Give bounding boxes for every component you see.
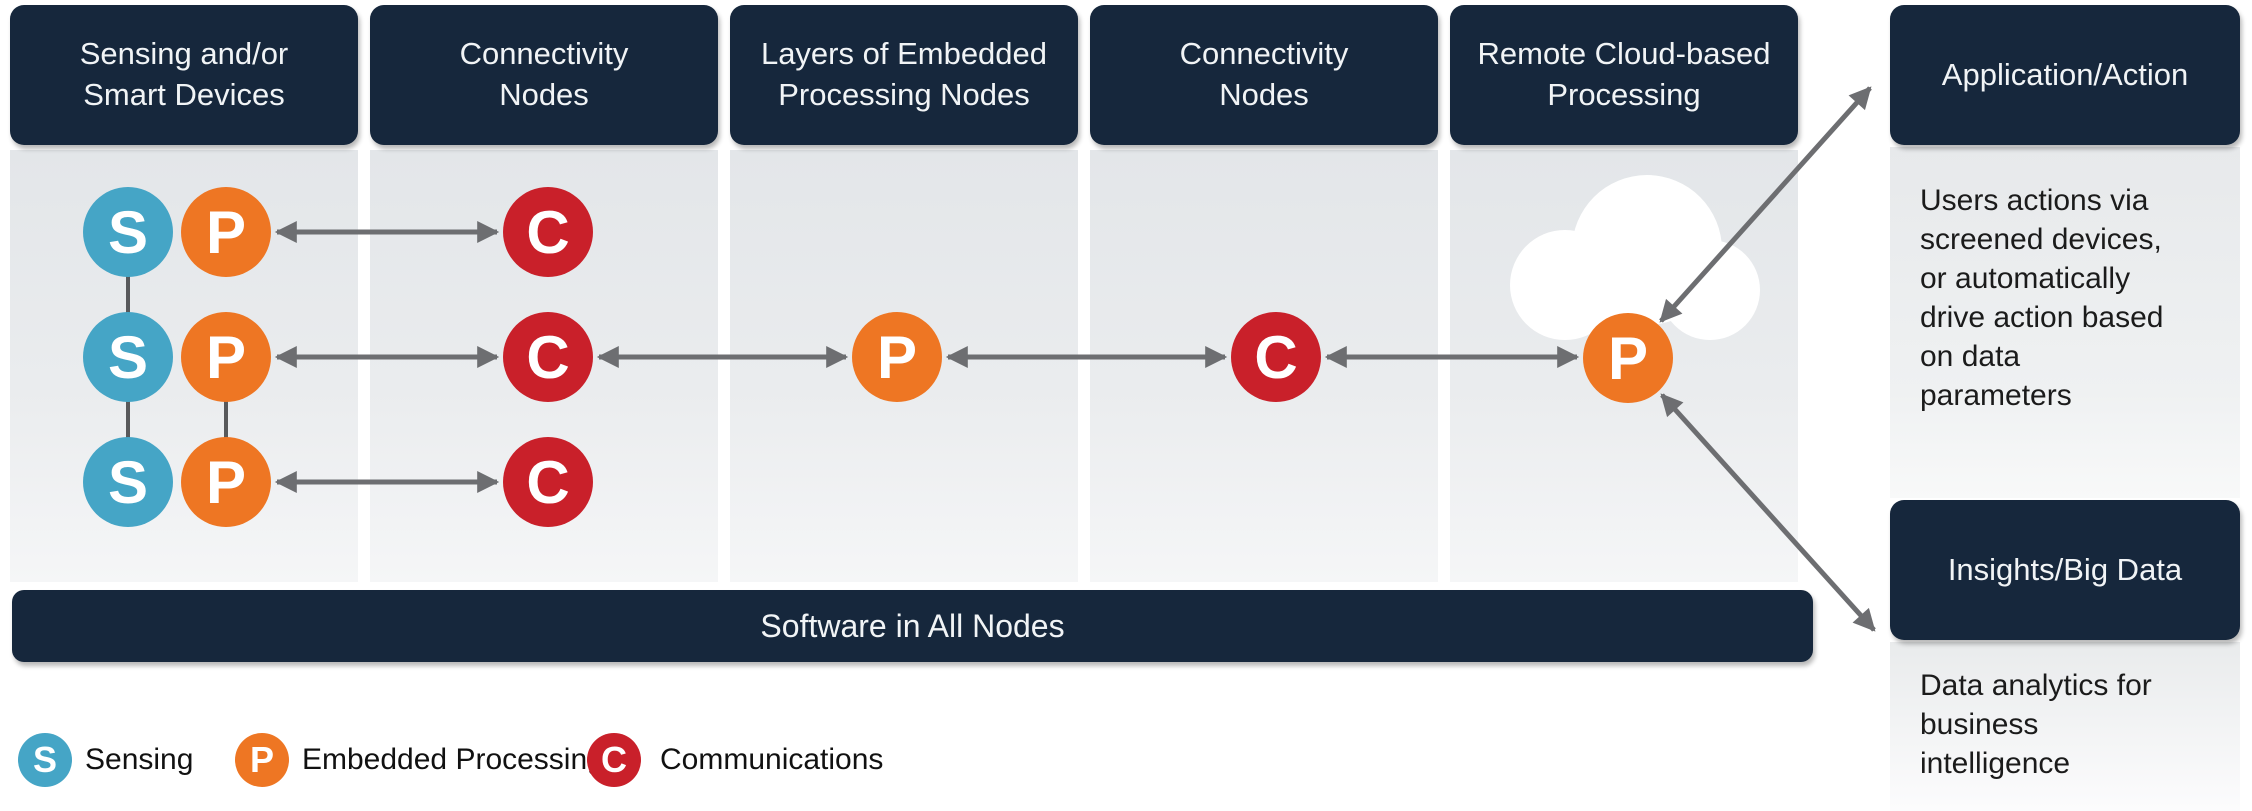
node-processing: P [181, 312, 271, 402]
insights-big-data-description: Data analytics for business intelligence [1920, 669, 2152, 780]
node-sensing: S [83, 437, 173, 527]
node-communications: C [1231, 312, 1321, 402]
application-action-description: Users actions via screened devices, or a… [1920, 184, 2164, 412]
node-processing: P [181, 437, 271, 527]
insights-big-data-header: Insights/Big Data [1890, 500, 2240, 640]
node-sensing: S [83, 312, 173, 402]
node-processing: P [1583, 313, 1673, 403]
column-header-cloud-processing: Remote Cloud-based Processing [1450, 5, 1798, 145]
legend-sensing-icon: S [18, 733, 72, 787]
legend-communications-icon: C [587, 733, 641, 787]
column-header-embedded-processing: Layers of Embedded Processing Nodes [730, 5, 1078, 145]
node-communications: C [503, 312, 593, 402]
node-communications: C [503, 437, 593, 527]
node-communications: C [503, 187, 593, 277]
insights-big-data-panel: Data analytics for business intelligence [1890, 642, 2240, 811]
legend-processing-icon: P [235, 733, 289, 787]
column-header-connectivity-1: Connectivity Nodes [370, 5, 718, 145]
legend-communications-label: Communications [660, 743, 884, 776]
software-bar: Software in All Nodes [12, 590, 1813, 662]
legend-sensing-label: Sensing [85, 743, 194, 776]
node-processing: P [852, 312, 942, 402]
application-action-panel: Users actions via screened devices, or a… [1890, 147, 2240, 498]
column-header-sensing-devices: Sensing and/or Smart Devices [10, 5, 358, 145]
node-processing: P [181, 187, 271, 277]
column-header-connectivity-2: Connectivity Nodes [1090, 5, 1438, 145]
cloud-base [1512, 268, 1744, 318]
application-action-header: Application/Action [1890, 5, 2240, 145]
legend-processing-label: Embedded Processing [302, 743, 604, 776]
node-sensing: S [83, 187, 173, 277]
